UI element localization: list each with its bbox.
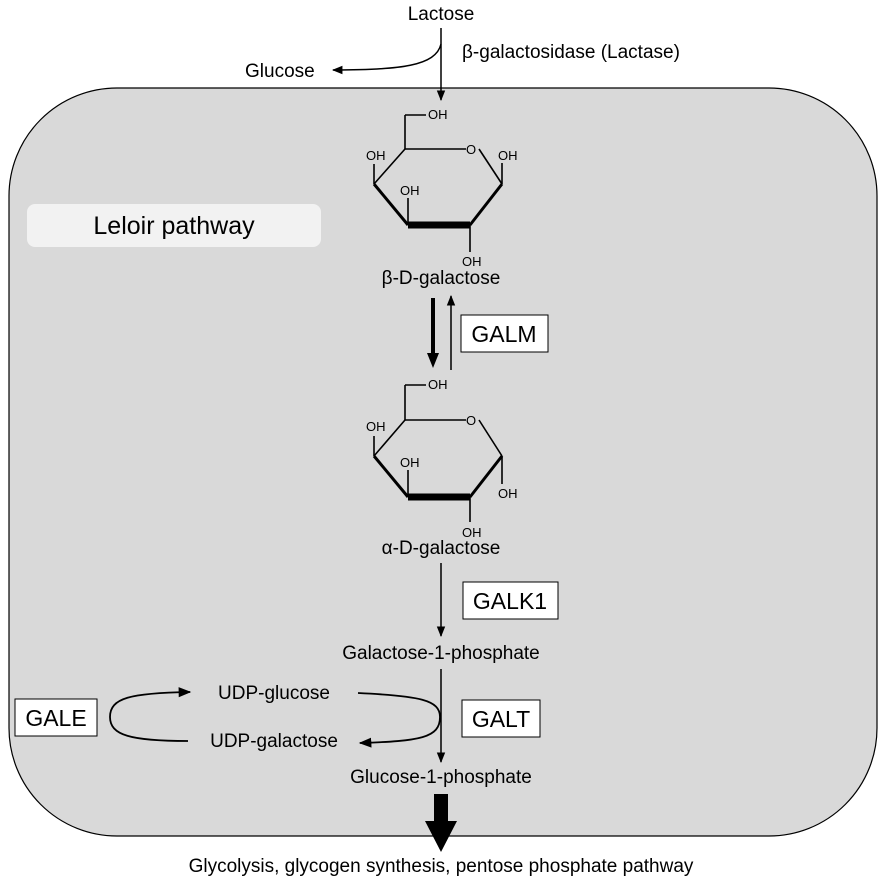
alpha-galactose-structure: O OH OH OH OH OH bbox=[366, 377, 518, 540]
galk1-label: GALK1 bbox=[473, 588, 547, 614]
udp-galactose-label: UDP-galactose bbox=[210, 731, 338, 752]
hydroxyl-label: OH bbox=[366, 148, 386, 163]
pathway-title-box bbox=[27, 204, 321, 247]
ring-oxygen-label: O bbox=[466, 413, 476, 428]
gale-box bbox=[14, 698, 98, 737]
hydroxyl-label: OH bbox=[400, 455, 420, 470]
galk1-box bbox=[462, 581, 559, 620]
glucose-arrow bbox=[331, 43, 442, 75]
downstream-pathways-label: Glycolysis, glycogen synthesis, pentose … bbox=[189, 856, 694, 877]
galm-arrow-shaft bbox=[431, 298, 435, 354]
gale-label: GALE bbox=[25, 705, 86, 731]
hydroxyl-label: OH bbox=[498, 486, 518, 501]
hydroxyl-label: OH bbox=[498, 148, 518, 163]
hydroxyl-label: OH bbox=[400, 183, 420, 198]
beta-galactose-structure: O OH OH OH OH OH bbox=[366, 107, 518, 269]
galm-box bbox=[460, 314, 549, 353]
udp-glucose-label: UDP-glucose bbox=[218, 683, 330, 704]
galt-cycle-arrow bbox=[357, 692, 441, 748]
downstream-arrow-head bbox=[425, 821, 457, 852]
glucose-1-phosphate-label: Glucose-1-phosphate bbox=[350, 767, 532, 788]
alpha-galactose-label: α-D-galactose bbox=[382, 538, 501, 559]
hydroxyl-label: OH bbox=[462, 254, 482, 269]
ring-oxygen-label: O bbox=[466, 142, 476, 157]
hydroxyl-label: OH bbox=[366, 419, 386, 434]
hydroxyl-label: OH bbox=[462, 525, 482, 540]
galt-label: GALT bbox=[472, 706, 530, 732]
gale-cycle-arrow bbox=[109, 687, 192, 742]
galt-box bbox=[461, 699, 541, 738]
cell-background bbox=[8, 87, 878, 837]
hydroxyl-label: OH bbox=[428, 107, 448, 122]
galactose-1-phosphate-label: Galactose-1-phosphate bbox=[342, 643, 540, 664]
beta-galactose-label: β-D-galactose bbox=[382, 268, 501, 289]
galm-arrow-head bbox=[427, 353, 439, 368]
hydroxyl-label: OH bbox=[428, 377, 448, 392]
galm-label: GALM bbox=[471, 321, 536, 347]
lactase-label: β-galactosidase (Lactase) bbox=[462, 42, 680, 63]
lactose-label: Lactose bbox=[408, 4, 475, 25]
downstream-arrow-shaft bbox=[434, 794, 448, 822]
pathway-title: Leloir pathway bbox=[93, 212, 255, 240]
glucose-label: Glucose bbox=[245, 61, 315, 82]
